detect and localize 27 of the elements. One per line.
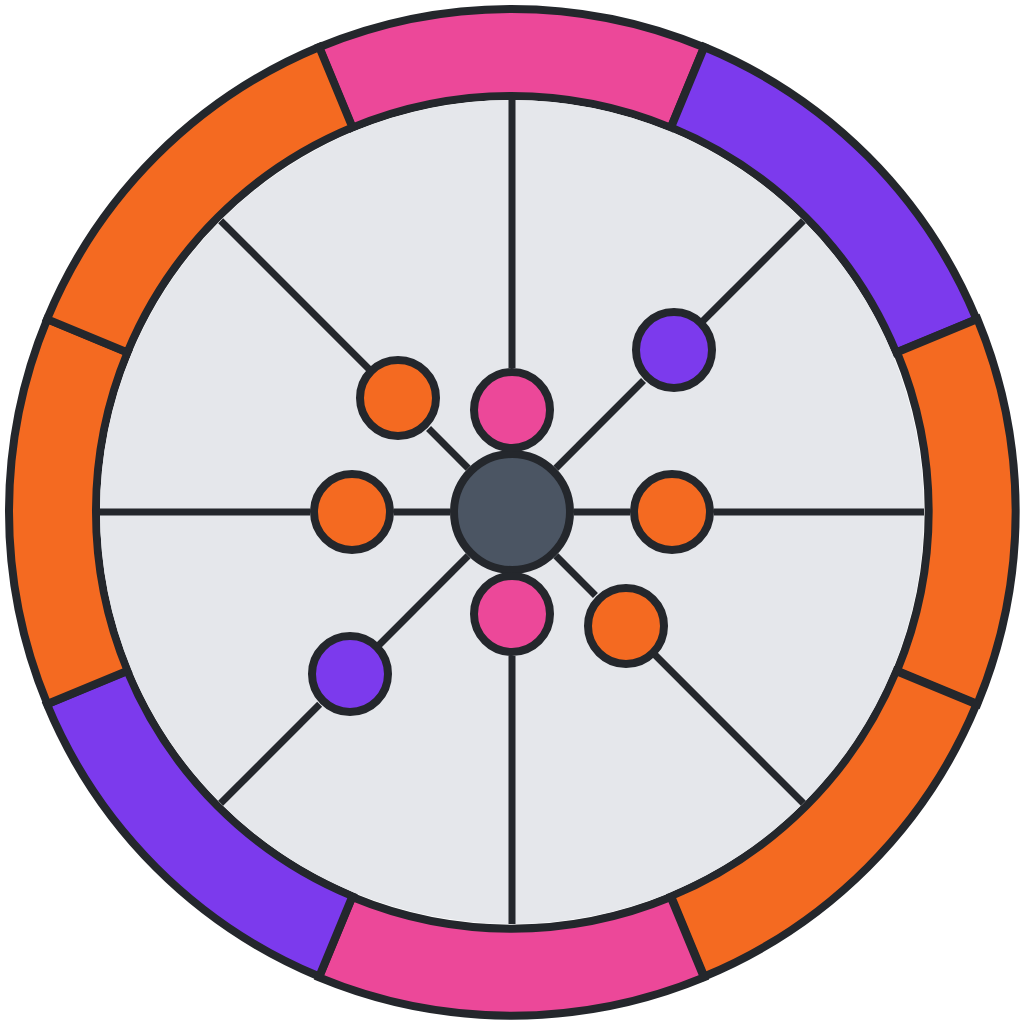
circle-node bbox=[583, 583, 668, 668]
ring-segment bbox=[314, 891, 710, 1020]
spoke-line bbox=[508, 100, 516, 368]
spoke-line bbox=[652, 652, 806, 806]
hub-circle bbox=[450, 450, 574, 574]
ring-segment bbox=[666, 42, 982, 358]
spoke-line bbox=[218, 218, 372, 372]
spoke-line bbox=[714, 508, 924, 516]
ring-segment bbox=[42, 42, 358, 358]
spoke-line bbox=[553, 553, 598, 598]
spoke-line bbox=[700, 218, 806, 324]
spoke-line bbox=[553, 378, 646, 471]
spoke-line bbox=[508, 656, 516, 924]
circle-node bbox=[631, 308, 716, 393]
circle-node bbox=[470, 572, 554, 656]
spoke-line bbox=[574, 508, 630, 516]
spoke-line bbox=[394, 508, 450, 516]
circle-node bbox=[356, 356, 441, 441]
circle-node bbox=[310, 470, 394, 554]
circle-node bbox=[630, 470, 714, 554]
spoke-line bbox=[376, 553, 471, 648]
ring-segment bbox=[891, 314, 1020, 710]
circle-node bbox=[307, 632, 392, 717]
spoke-line bbox=[426, 426, 471, 471]
spoke-line bbox=[218, 701, 323, 806]
circle-node bbox=[470, 368, 554, 452]
spoke-line bbox=[100, 508, 310, 516]
